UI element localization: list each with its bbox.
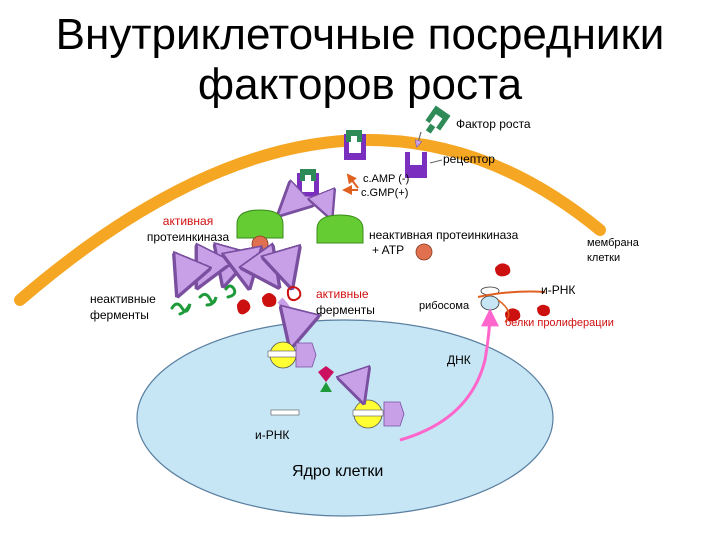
active-enzyme-icon — [236, 286, 302, 315]
inactive-enzymes-label-line-2: ферменты — [90, 308, 149, 322]
nucleus-arrow — [345, 380, 362, 398]
inactive-kinase-label-line-1: неактивная протеинкиназа — [369, 228, 519, 242]
growth-factor-icon — [425, 105, 451, 134]
protein-chain — [497, 299, 510, 323]
cell-membrane — [14, 134, 606, 306]
active-enzymes-label-line-2: ферменты — [316, 303, 375, 317]
membrane-label-line-1: мембрана — [587, 237, 639, 249]
kinase-cascade-arrows — [180, 256, 294, 342]
atp-molecule-icon — [415, 243, 433, 261]
transcription-arrow — [399, 308, 499, 442]
inactive-enzymes-label-line-1: неактивные — [90, 292, 156, 306]
inactive-enzyme-icon — [170, 284, 237, 316]
active-enzymes-label-line-1: активные — [316, 287, 369, 301]
receptor-label: рецептор — [443, 152, 495, 166]
mrna-strand — [477, 290, 546, 298]
atp-molecule-icon — [251, 235, 269, 253]
active-kinase-label-line-2: протеинкиназа — [146, 230, 230, 244]
enzyme-in-nucleus-icon — [318, 366, 334, 392]
receptor-label-line — [429, 159, 443, 164]
growth-factor-arrow — [417, 131, 421, 146]
title-line-1: Внутриклеточные посредники — [55, 10, 665, 59]
inactive-kinase-shape — [316, 214, 364, 244]
camp-arrow — [346, 173, 359, 189]
dna-complex-icon — [267, 341, 317, 369]
nucleus-label: Ядро клетки — [292, 463, 384, 480]
camp-label: c.AMP (-) — [363, 173, 410, 185]
active-kinase-label-line-1: активная — [162, 214, 214, 228]
receptor-icon — [405, 152, 427, 178]
mrna-label: и-РНК — [541, 283, 576, 297]
ribosome-label: рибосома — [419, 300, 470, 312]
receptor-icon — [344, 130, 366, 160]
inactive-kinase-label-line-2: + ATP — [372, 243, 405, 257]
ribosome-icon — [480, 286, 500, 311]
active-kinase-shape — [236, 209, 284, 239]
receptor-icon — [297, 169, 319, 199]
dna-complex-icon — [352, 399, 405, 429]
title-line-2: факторов роста — [197, 60, 523, 109]
cell-nucleus — [136, 319, 554, 517]
cgmp-label: c.GMP(+) — [361, 187, 409, 199]
activation-arrow — [299, 199, 330, 215]
page-title: Внутриклеточные посредники факторов рост… — [40, 10, 680, 110]
dna-label: ДНК — [447, 353, 471, 367]
membrane-label-line-2: клетки — [587, 252, 621, 264]
proliferation-proteins-label: белки пролиферации — [505, 317, 614, 329]
nucleus-mrna-label: и-РНК — [255, 428, 290, 442]
mrna-bar — [270, 409, 300, 416]
growth-factor-label: Фактор роста — [456, 117, 531, 131]
